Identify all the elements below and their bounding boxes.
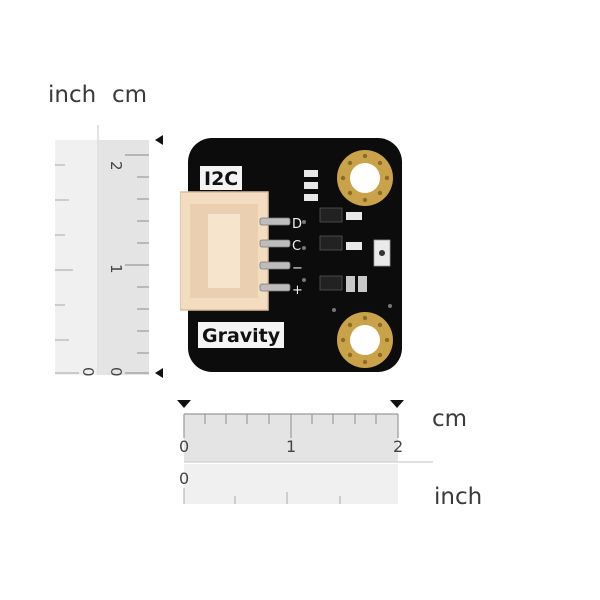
cm-label-2: 2 bbox=[107, 161, 125, 171]
i2c-label-bg bbox=[200, 166, 242, 190]
connector-pins bbox=[259, 217, 291, 292]
cm-label-0: 0 bbox=[107, 367, 125, 377]
pin-label-d: D bbox=[292, 217, 302, 232]
ruler-marker-bottom bbox=[155, 368, 163, 378]
ruler-marker-right bbox=[390, 400, 404, 408]
vertical-ruler: 2 1 0 0 bbox=[55, 125, 163, 378]
horizontal-ruler: 0 1 2 0 bbox=[177, 400, 433, 504]
cm-label-h-0: 0 bbox=[179, 437, 189, 456]
cm-label-1: 1 bbox=[107, 264, 125, 274]
cm-unit-label-h: cm bbox=[432, 406, 468, 432]
inch-label-h-0: 0 bbox=[179, 469, 189, 488]
gravity-label-bg bbox=[198, 322, 284, 348]
cm-label-h-1: 1 bbox=[286, 437, 296, 456]
inch-strip-h bbox=[184, 464, 398, 504]
ruler-marker-left bbox=[177, 400, 191, 408]
inch-strip bbox=[55, 140, 97, 375]
inch-ticks bbox=[55, 164, 79, 374]
inch-label-0: 0 bbox=[79, 367, 97, 377]
cm-label-h-2: 2 bbox=[393, 437, 403, 456]
inch-unit-label: inch bbox=[48, 82, 97, 108]
sensor-board: I2C Gravity D C − + bbox=[180, 138, 402, 372]
pin-label-c: C bbox=[292, 239, 301, 254]
connector-cavity bbox=[208, 214, 240, 288]
ruler-marker-top bbox=[155, 135, 163, 145]
cm-ticks bbox=[125, 154, 149, 374]
i2c-label: I2C bbox=[204, 168, 238, 190]
mounting-hole-top bbox=[337, 150, 393, 206]
cm-ticks-h bbox=[183, 414, 399, 438]
inch-unit-label-h: inch bbox=[434, 484, 483, 510]
cm-unit-label: cm bbox=[112, 82, 148, 108]
pin-label-plus: + bbox=[292, 283, 303, 298]
cm-strip bbox=[99, 140, 149, 375]
inch-ticks-h bbox=[183, 488, 341, 504]
pin-label-minus: − bbox=[292, 261, 303, 276]
gravity-label: Gravity bbox=[202, 325, 281, 347]
smd-components bbox=[302, 170, 392, 312]
mounting-hole-bottom bbox=[337, 312, 393, 368]
